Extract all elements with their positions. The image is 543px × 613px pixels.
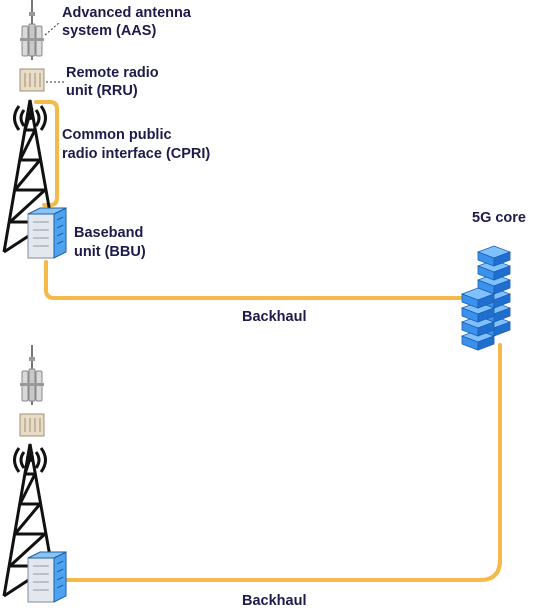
aas-label-line2: system (AAS)	[62, 23, 157, 39]
top-cell-site	[2, 0, 67, 259]
aas-label-line1: Advanced antenna	[62, 5, 191, 21]
rru-label-line1: Remote radio	[66, 65, 159, 81]
cpri-label-line2: radio interface (CPRI)	[62, 146, 211, 162]
backhaul-label-bottom: Backhaul	[242, 593, 307, 609]
server-stack-icon	[461, 245, 511, 351]
antenna-icon	[19, 344, 45, 406]
antenna-icon	[19, 0, 45, 61]
rru-label-line2: unit (RRU)	[66, 83, 138, 99]
cpri-link	[34, 100, 59, 207]
server-rack-icon	[27, 207, 67, 259]
bbu-label-line2: unit (BBU)	[74, 244, 146, 260]
backhaul-link-bottom	[62, 343, 502, 582]
bbu-label-line1: Baseband	[74, 225, 144, 241]
radio-unit-icon	[19, 413, 45, 437]
server-rack-icon	[27, 551, 67, 603]
backhaul-link-top	[44, 260, 470, 300]
radio-unit-icon	[19, 68, 45, 92]
bottom-cell-site	[2, 344, 67, 603]
core-label: 5G core	[472, 210, 526, 226]
backhaul-label-top: Backhaul	[242, 309, 307, 325]
cpri-label-line1: Common public	[62, 127, 172, 143]
aas-pointer-line	[44, 21, 61, 36]
